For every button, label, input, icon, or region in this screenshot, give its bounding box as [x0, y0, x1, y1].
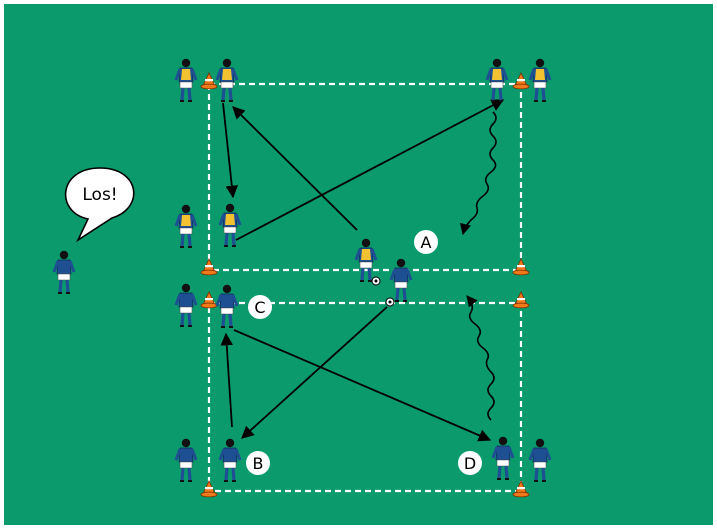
- marker-b-label: B: [253, 454, 264, 473]
- field: [4, 4, 713, 525]
- dribble-arrow: [466, 295, 495, 421]
- pass-arrow: [233, 329, 492, 442]
- pass-arrow: [235, 99, 505, 241]
- upper-grid: [207, 82, 523, 272]
- position-markers: A B C D: [246, 230, 482, 475]
- speech-bubble: Los!: [64, 167, 135, 243]
- pass-arrow: [241, 306, 388, 439]
- ball: [371, 276, 381, 286]
- marker-a: A: [414, 230, 438, 254]
- pass-arrow: [220, 332, 234, 428]
- marker-c: C: [248, 295, 272, 319]
- marker-d-label: D: [464, 454, 476, 473]
- marker-c-label: C: [254, 298, 265, 317]
- pass-arrows: [220, 99, 505, 442]
- marker-d: D: [458, 451, 482, 475]
- marker-b: B: [246, 451, 270, 475]
- pass-arrow: [222, 102, 239, 199]
- dribble-arrows: [460, 111, 497, 421]
- lower-grid: [207, 301, 523, 493]
- marker-a-label: A: [421, 233, 432, 252]
- drill-grid-lines: [207, 82, 523, 493]
- coach-shout: Los!: [82, 185, 117, 205]
- ball: [385, 297, 395, 307]
- dribble-arrow: [460, 111, 497, 236]
- pass-arrow: [232, 106, 358, 231]
